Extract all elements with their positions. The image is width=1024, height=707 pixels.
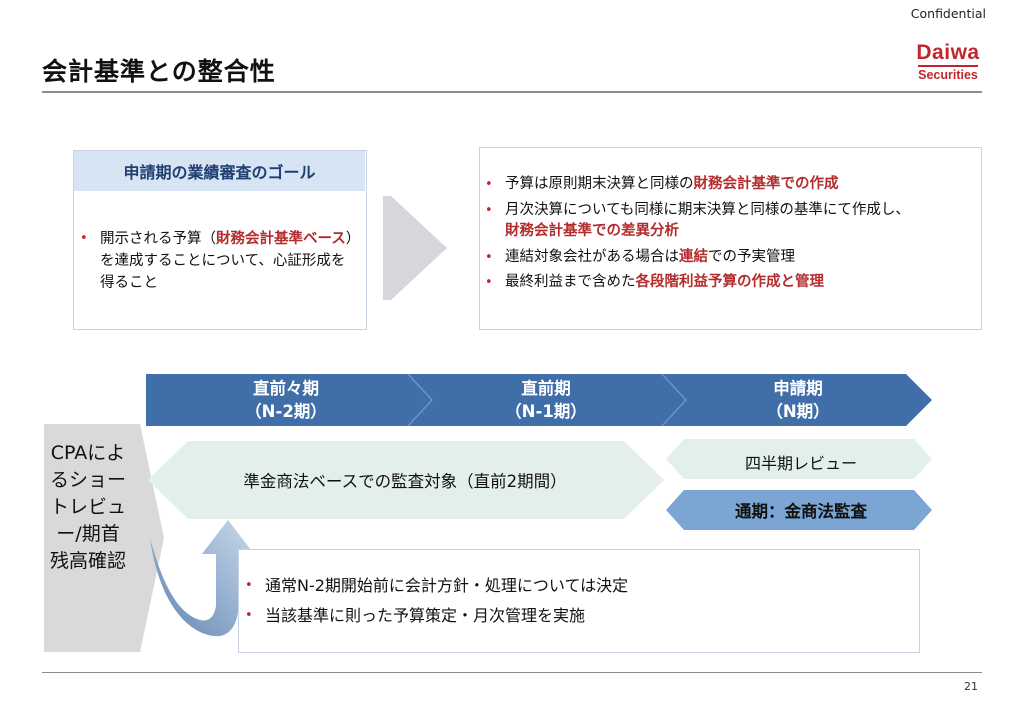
right-chevron-arrow (383, 196, 447, 300)
bullet-icon: • (245, 608, 253, 623)
point-text: 連結対象会社がある場合は (505, 248, 679, 265)
goal-bullet-text-end: ）を達成することについて、心証形成を得ること (100, 231, 354, 291)
policy-text: 通常N-2期開始前に会計方針・処理については決定 (265, 576, 629, 595)
timeline-phase-n: 申請期 （N期） (698, 377, 898, 423)
points-panel (479, 147, 982, 330)
bullet-icon: • (485, 177, 493, 192)
bullet-icon: • (485, 275, 493, 290)
policy-panel (238, 549, 920, 653)
point-text: 月次決算についても同様に期末決算と同様の基準にて作成し、 (505, 201, 910, 218)
bullet-icon: • (245, 578, 253, 593)
cpa-review-label: CPAによるショートレビュー/期首残高確認 (49, 442, 126, 572)
phase-name: 直前々期 (253, 379, 319, 398)
title-divider (42, 91, 982, 93)
daiwa-logo: Daiwa Securities (912, 41, 984, 83)
policy-item: • 通常N-2期開始前に会計方針・処理については決定 (243, 574, 903, 598)
goal-bullet-highlight: 財務会計基準ベース (216, 231, 346, 247)
phase-code: （N-2期） (245, 402, 327, 421)
points-list: • 予算は原則期末決算と同様の財務会計基準での作成 • 月次決算についても同様に期末… (483, 174, 973, 298)
quarterly-review-label: 四半期レビュー (744, 454, 857, 473)
point-highlight: 連結 (679, 248, 708, 265)
confidential-label: Confidential (910, 6, 986, 21)
timeline-arrow (146, 374, 932, 426)
point-text-end: での予実管理 (708, 248, 795, 265)
bullet-icon: • (80, 231, 88, 246)
bullet-icon: • (485, 202, 493, 218)
policy-text: 当該基準に則った予算策定・月次管理を実施 (265, 606, 586, 625)
point-item: • 予算は原則期末決算と同様の財務会計基準での作成 (483, 174, 973, 196)
quarterly-review-shape (666, 439, 932, 479)
point-highlight: 財務会計基準での作成 (693, 176, 839, 192)
annual-audit-shape (666, 490, 932, 530)
policy-list: • 通常N-2期開始前に会計方針・処理については決定 • 当該基準に則った予算策定・… (243, 574, 903, 634)
audit-scope-arrow (148, 441, 664, 519)
curved-up-arrow (150, 520, 254, 637)
timeline-phase-n1: 直前期 （N-1期） (446, 377, 646, 423)
point-highlight: 各段階利益予算の作成と管理 (635, 274, 825, 290)
page-number: 21 (964, 680, 978, 693)
cpa-review-shape (44, 424, 164, 652)
phase-code: （N-1期） (505, 402, 587, 421)
logo-line2: Securities (918, 68, 978, 82)
goal-body: • 開示される予算（財務会計基準ベース）を達成することについて、心証形成を得ること (78, 228, 358, 298)
point-text: 予算は原則期末決算と同様の (505, 176, 694, 192)
audit-scope-label: 準金商法ベースでの監査対象（直前2期間） (243, 472, 567, 491)
point-item: • 最終利益まで含めた各段階利益予算の作成と管理 (483, 272, 973, 294)
annual-audit-label: 通期：金商法監査 (735, 502, 867, 521)
logo-line1: Daiwa (916, 41, 980, 64)
logo-underline (918, 65, 978, 67)
point-item: • 月次決算についても同様に期末決算と同様の基準にて作成し、財務会計基準での差異分… (483, 200, 973, 243)
goal-heading: 申請期の業績審査のゴール (74, 151, 365, 191)
point-highlight: 財務会計基準での差異分析 (505, 223, 679, 239)
page-title: 会計基準との整合性 (42, 57, 276, 86)
phase-name: 申請期 (773, 379, 823, 398)
footer-divider (42, 672, 982, 673)
phase-name: 直前期 (521, 379, 571, 398)
bullet-icon: • (485, 249, 493, 265)
timeline-phase-n2: 直前々期 （N-2期） (186, 377, 386, 423)
goal-bullet-text: 開示される予算（ (100, 231, 216, 247)
point-item: • 連結対象会社がある場合は連結での予実管理 (483, 247, 973, 269)
policy-item: • 当該基準に則った予算策定・月次管理を実施 (243, 604, 903, 628)
timeline: 直前々期 （N-2期） 直前期 （N-1期） 申請期 （N期） (146, 374, 932, 426)
point-text: 最終利益まで含めた (505, 274, 636, 290)
phase-code: （N期） (766, 402, 830, 421)
goal-bullet: • 開示される予算（財務会計基準ベース）を達成することについて、心証形成を得ること (78, 228, 358, 294)
